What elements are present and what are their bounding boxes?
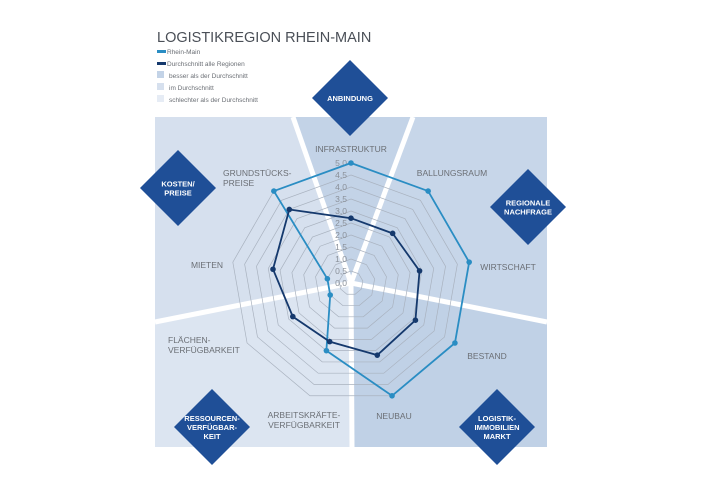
axis-label: WIRTSCHAFT: [480, 262, 536, 272]
category-diamond: [490, 169, 566, 245]
background-regionale-nachfrage: [351, 117, 547, 322]
divider-line: [350, 280, 548, 325]
legend-label: schlechter als der Durchschnitt: [169, 97, 258, 104]
tick-label: 0,0: [335, 278, 347, 288]
tick-label: 4,5: [335, 170, 347, 180]
data-point: [348, 215, 354, 221]
category-label: KEIT: [203, 432, 221, 441]
data-point: [412, 317, 419, 324]
tick-label: 3,0: [335, 206, 347, 216]
tick-label: 2,5: [335, 218, 347, 228]
grid-ring: [326, 258, 376, 306]
series-line-rhein-main: [272, 162, 471, 397]
data-point: [271, 188, 277, 194]
data-point: [452, 340, 458, 346]
axis-label: GRUNDSTÜCKS-: [223, 168, 292, 178]
category-label: VERFÜGBAR-: [187, 423, 238, 432]
data-point: [327, 292, 334, 298]
axis-label: MIETEN: [191, 260, 223, 270]
data-point: [326, 338, 333, 345]
legend-label: Durchschnitt alle Regionen: [167, 61, 245, 68]
divider-line: [348, 282, 355, 448]
tick-label: 0,5: [335, 266, 347, 276]
category-diamond: [459, 389, 535, 465]
legend-label: Rhein-Main: [167, 49, 201, 56]
tick-label: 1,5: [335, 242, 347, 252]
axis-labels: INFRASTRUKTUR BALLUNGSRAUM WIRTSCHAFT BESTA…: [168, 144, 536, 430]
data-point: [374, 352, 381, 358]
divider-line: [290, 116, 354, 284]
legend-label: besser als der Durchschnitt: [169, 73, 248, 80]
category-diamond: [140, 150, 216, 226]
tick-labels: 0,0 0,5 1,0 1,5 2,0 2,5 3,0 3,5 4,0 4,5 5,0: [335, 158, 347, 288]
tick-label: 1,0: [335, 254, 347, 264]
tick-label: 5,0: [335, 158, 347, 168]
category-label: PREISE: [164, 189, 192, 198]
grid-ring: [315, 246, 387, 318]
legend-swatch-line: [157, 50, 166, 53]
axis-label: NEUBAU: [376, 411, 411, 421]
category-label: REGIONALE: [506, 199, 551, 208]
divider-line: [348, 116, 416, 284]
data-point: [466, 259, 472, 265]
data-point: [290, 313, 296, 320]
grid-ring: [291, 222, 411, 340]
grid-ring: [244, 174, 458, 385]
series-group: [270, 160, 472, 399]
legend-swatch-box: [157, 71, 164, 78]
data-point: [416, 268, 423, 274]
data-point: [389, 230, 396, 237]
legend-label: im Durchschnitt: [169, 85, 214, 92]
data-point: [389, 392, 395, 399]
tick-label: 4,0: [335, 182, 347, 192]
category-label: NACHFRAGE: [504, 208, 552, 217]
axis-label: ARBEITSKRÄFTE-: [268, 410, 341, 420]
category-label: MARKT: [483, 432, 510, 441]
category-label: RESSOURCEN-: [184, 414, 240, 423]
legend-swatch-line: [157, 62, 166, 65]
grid-ring: [338, 270, 364, 295]
grid-ring: [303, 234, 399, 329]
legend-swatch-box: [157, 83, 164, 90]
chart-title: LOGISTIKREGION RHEIN-MAIN: [157, 30, 371, 46]
data-point: [270, 266, 276, 273]
axis-label: BALLUNGSRAUM: [417, 168, 487, 178]
tick-label: 3,5: [335, 194, 347, 204]
series-line-durchschnitt: [272, 208, 421, 357]
category-label: KOSTEN/: [161, 180, 195, 189]
category-diamond: [174, 389, 250, 465]
axis-label: VERFÜGBARKEIT: [168, 345, 240, 355]
grid-ring: [267, 198, 435, 363]
axis-label: INFRASTRUKTUR: [315, 144, 387, 154]
axis-label: VERFÜGBARKEIT: [268, 420, 340, 430]
data-point: [286, 206, 293, 213]
data-point: [425, 188, 431, 194]
axis-label: PREISE: [223, 178, 255, 188]
axis-label: FLÄCHEN-: [168, 335, 211, 345]
divider-line: [154, 280, 352, 325]
category-label: LOGISTIK-: [478, 414, 516, 423]
grid-ring: [256, 186, 446, 374]
category-diamond: [312, 60, 388, 136]
tick-label: 2,0: [335, 230, 347, 240]
data-point: [323, 347, 330, 354]
data-point: [348, 160, 354, 166]
data-point: [324, 276, 331, 282]
category-label: IMMOBILIEN: [475, 423, 520, 432]
axis-label: BESTAND: [467, 351, 507, 361]
legend-swatch-box: [157, 95, 164, 102]
grid-ring: [279, 210, 423, 352]
category-backgrounds: [154, 116, 548, 448]
category-label: ANBINDUNG: [327, 94, 373, 103]
